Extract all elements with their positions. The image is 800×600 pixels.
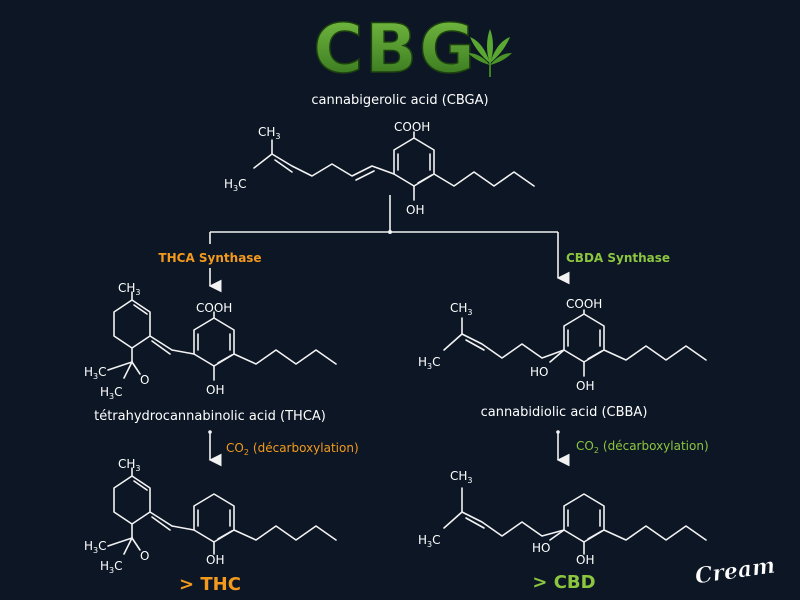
- cbda-ho-label: HO: [530, 365, 548, 379]
- cbga-oh-label: OH: [406, 203, 424, 217]
- thc-h3c-label-2: H3C: [100, 559, 123, 575]
- logo-text: CBG: [313, 10, 477, 89]
- thca-h3c-label-2: H3C: [100, 385, 123, 401]
- thca-name: tétrahydrocannabinolic acid (THCA): [94, 409, 326, 424]
- cbga-ch3-top: CH3: [258, 125, 281, 141]
- thca-oh-label: OH: [206, 383, 224, 397]
- cbda-ch3-label: CH3: [450, 301, 473, 317]
- thca-synthase-label: THCA Synthase: [158, 251, 261, 265]
- cbd-result: > CBD: [532, 572, 595, 593]
- cannabis-leaf-icon: [468, 29, 512, 77]
- cbd-oh-label: OH: [576, 553, 594, 567]
- thca-structure: [107, 291, 337, 381]
- cbda-cooh-label: COOH: [566, 297, 602, 311]
- thc-result: > THC: [179, 574, 241, 595]
- cream-watermark: Cream: [693, 553, 776, 590]
- header-subtitle: cannabigerolic acid (CBGA): [311, 93, 488, 108]
- thc-ch3-label: CH3: [118, 457, 141, 473]
- cbd-ho-label: HO: [532, 541, 550, 555]
- cbd-decarboxylation-label: CO2(décarboxylation): [576, 439, 709, 455]
- thca-o-label: O: [140, 373, 149, 387]
- thc-structure: [107, 467, 337, 555]
- cbda-name: cannabidiolic acid (CBBA): [481, 405, 648, 420]
- thc-o-label: O: [140, 549, 149, 563]
- branch-connector: [208, 195, 570, 293]
- thc-decarboxylation-label: CO2(décarboxylation): [226, 441, 359, 457]
- decarboxylation-arrows: [208, 430, 570, 467]
- cbda-synthase-label: CBDA Synthase: [566, 251, 670, 265]
- thca-ch3-label: CH3: [118, 281, 141, 297]
- cbd-structure: [443, 487, 707, 555]
- thc-h3c-label-1: H3C: [84, 539, 107, 555]
- cbga-cooh-label: COOH: [394, 120, 430, 134]
- cbga-h3c-label: H3C: [224, 177, 247, 193]
- cbda-oh-label: OH: [576, 379, 594, 393]
- cbda-structure: [443, 309, 707, 377]
- cbd-ch3-label: CH3: [450, 469, 473, 485]
- thc-oh-label: OH: [206, 553, 224, 567]
- thca-cooh-label: COOH: [196, 301, 232, 315]
- cbd-h3c-label: H3C: [418, 533, 441, 549]
- cbga-structure: [253, 131, 535, 201]
- cbda-h3c-label: H3C: [418, 355, 441, 371]
- thca-h3c-label-1: H3C: [84, 365, 107, 381]
